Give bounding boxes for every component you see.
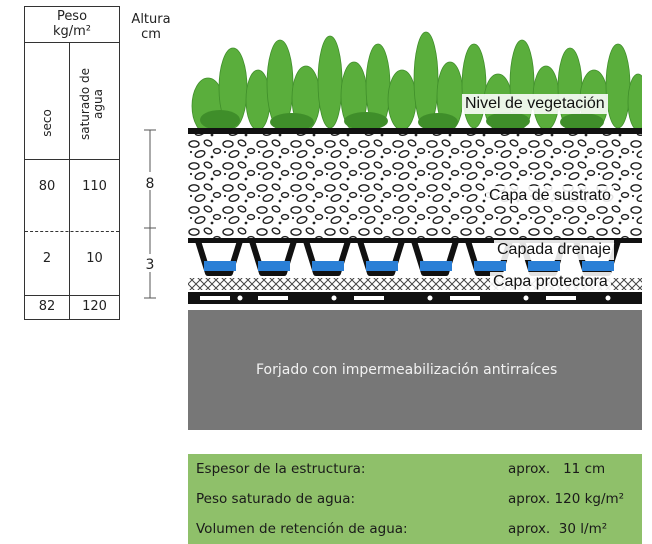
- height-header-title: Altura: [131, 12, 171, 27]
- label-gap: [143, 254, 157, 272]
- weight-header-unit: kg/m²: [52, 24, 92, 39]
- total-saturated: 120: [82, 299, 107, 314]
- spec-weight-label: Peso saturado de agua:: [196, 491, 356, 507]
- spec-thickness-label: Espesor de la estructura:: [196, 461, 366, 477]
- specs-box: Espesor de la estructura: aprox. 11 cm P…: [188, 454, 642, 544]
- weight-header-title: Peso: [56, 9, 88, 24]
- row2-dry: 2: [42, 251, 52, 266]
- height-scale: [143, 129, 157, 299]
- spec-retention-label: Volumen de retención de agua:: [196, 521, 408, 537]
- label-substrate: Capa de sustrato: [486, 186, 614, 206]
- divider: [25, 42, 119, 43]
- divider: [25, 159, 119, 160]
- col-dry-cell: seco: [25, 43, 69, 157]
- row1-saturated: 110: [82, 179, 107, 194]
- membrane-layer: [188, 292, 642, 304]
- slab-layer: [188, 310, 642, 430]
- height-header-unit: cm: [141, 27, 161, 42]
- label-protective: Capa protectora: [490, 272, 611, 292]
- row1-dry: 80: [38, 179, 56, 194]
- height-header: Altura cm: [126, 12, 176, 42]
- divider: [25, 295, 119, 296]
- spec-thickness-value: aprox. 11 cm: [508, 461, 606, 477]
- label-drainage: Capada drenaje: [494, 240, 614, 260]
- vegetation-base-line: [188, 128, 642, 134]
- dashed-divider: [25, 231, 119, 232]
- weight-table: Peso kg/m² seco saturado de agua 80 110 …: [24, 6, 120, 320]
- col-dry-label: seco: [39, 109, 54, 137]
- weight-header: Peso kg/m²: [25, 9, 119, 39]
- label-gap: [143, 172, 157, 190]
- label-vegetation: Nivel de vegetación: [462, 94, 608, 114]
- col-saturated-cell: saturado de agua: [70, 43, 119, 157]
- vegetation-layer: [188, 31, 642, 135]
- height-value-3: 3: [145, 257, 155, 273]
- label-slab: Forjado con impermeabilización antirraíc…: [256, 362, 558, 378]
- row2-saturated: 10: [86, 251, 103, 266]
- col-saturated-label: saturado de agua: [78, 68, 105, 140]
- total-dry: 82: [38, 299, 56, 314]
- height-value-8: 8: [145, 176, 155, 192]
- spec-retention-value: aprox. 30 l/m²: [508, 521, 608, 537]
- spec-weight-value: aprox. 120 kg/m²: [508, 491, 625, 507]
- column-divider: [69, 42, 70, 319]
